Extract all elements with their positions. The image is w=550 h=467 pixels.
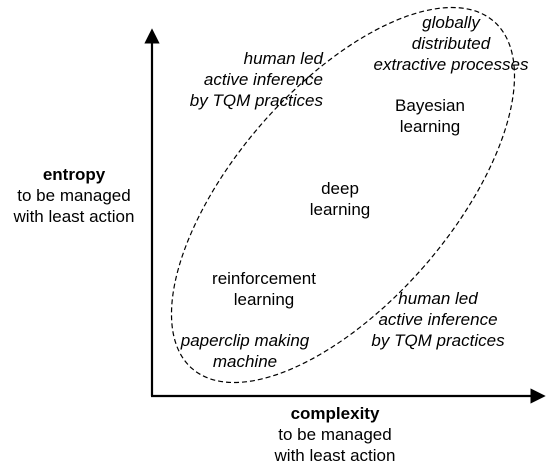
label-globally-line1: globally (422, 13, 480, 32)
x-axis-subtitle-line2: with least action (274, 446, 396, 465)
label-deep-line2: learning (309, 200, 371, 219)
x-axis-title: complexity (290, 404, 380, 423)
label-human-led-top: human led active inference by TQM practi… (150, 48, 323, 111)
label-reinforcement-line1: reinforcement (212, 269, 316, 288)
dashed-boundary-ellipse (170, 6, 516, 384)
label-paperclip-line1: paperclip making (180, 331, 310, 350)
label-globally-line3: extractive processes (373, 55, 529, 74)
label-human-led-top-line3: by TQM practices (189, 91, 323, 110)
label-bayesian-line1: Bayesian (395, 96, 465, 115)
label-bayesian-line2: learning (399, 117, 461, 136)
label-human-led-bottom-line1: human led (398, 289, 478, 308)
label-deep-line1: deep (321, 179, 359, 198)
label-globally-line2: distributed (411, 34, 491, 53)
label-paperclip-line2: machine (212, 352, 278, 371)
y-axis-subtitle-line1: to be managed (17, 186, 131, 205)
label-reinforcement-line2: learning (233, 290, 295, 309)
label-reinforcement-learning: reinforcement learning (189, 268, 339, 310)
label-human-led-bottom-line3: by TQM practices (371, 331, 505, 350)
x-axis-label: complexity to be managed with least acti… (235, 403, 435, 466)
label-globally-distributed: globally distributed extractive processe… (345, 12, 550, 75)
y-axis-subtitle-line2: with least action (13, 207, 135, 226)
label-human-led-bottom-line2: active inference (378, 310, 498, 329)
label-paperclip-machine: paperclip making machine (165, 330, 325, 372)
label-human-led-bottom: human led active inference by TQM practi… (348, 288, 528, 351)
label-human-led-top-line1: human led (243, 49, 323, 68)
label-human-led-top-line2: active inference (203, 70, 323, 89)
y-axis-title: entropy (42, 165, 106, 184)
y-axis-label: entropy to be managed with least action (0, 164, 148, 227)
label-bayesian-learning: Bayesian learning (370, 95, 490, 137)
label-deep-learning: deep learning (290, 178, 390, 220)
x-axis-subtitle-line1: to be managed (278, 425, 392, 444)
